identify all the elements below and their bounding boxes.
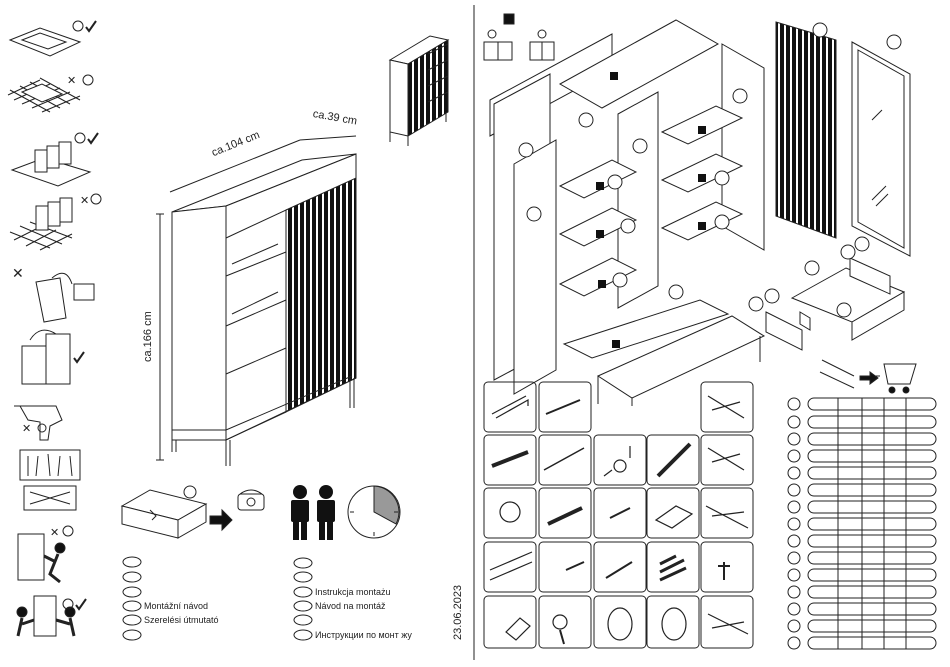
language-circles-left xyxy=(123,557,312,640)
exploded-view xyxy=(490,20,910,406)
language-label-ru: Инструкции по монт жу xyxy=(315,630,412,640)
clock-icon xyxy=(348,486,400,538)
hardware-icons xyxy=(490,396,748,644)
language-label-cs: Montážní návod xyxy=(144,601,208,611)
cart-icon xyxy=(860,364,916,393)
svg-text:✕: ✕ xyxy=(80,195,89,207)
two-persons-ok-icon xyxy=(17,596,86,636)
cutter-no-icon: ✕ xyxy=(12,265,94,322)
tools-icon xyxy=(20,450,80,510)
phone-icon xyxy=(238,490,264,510)
cabinet-drawing xyxy=(156,136,356,466)
box-flip-ok-icon xyxy=(22,330,84,384)
two-persons-icon xyxy=(291,485,335,540)
weight-legend xyxy=(484,14,554,60)
language-label-sk: Návod na montáž xyxy=(315,601,386,611)
cabinet-thumbnail xyxy=(390,36,448,146)
one-person-no-icon: ✕ xyxy=(18,526,73,582)
document-date: 23.06.2023 xyxy=(452,585,464,640)
svg-text:✕: ✕ xyxy=(22,423,31,435)
language-label-hu: Szerelési útmutató xyxy=(144,615,219,625)
damaged-box-icon xyxy=(122,486,206,538)
svg-text:✕: ✕ xyxy=(12,265,24,281)
arrow-icon xyxy=(210,510,232,530)
svg-text:✕: ✕ xyxy=(67,75,76,87)
svg-text:✕: ✕ xyxy=(50,527,59,539)
parts-table xyxy=(788,398,936,649)
dimension-height: ca.166 cm xyxy=(142,311,154,362)
box-on-grid-no-icon: ✕ xyxy=(10,194,101,250)
mat-ok-icon xyxy=(10,21,96,56)
grid-no-icon: ✕ xyxy=(8,75,93,112)
box-on-mat-ok-icon xyxy=(12,133,98,186)
language-label-pl: Instrukcja montażu xyxy=(315,587,391,597)
drill-no-icon: ✕ xyxy=(14,406,62,440)
